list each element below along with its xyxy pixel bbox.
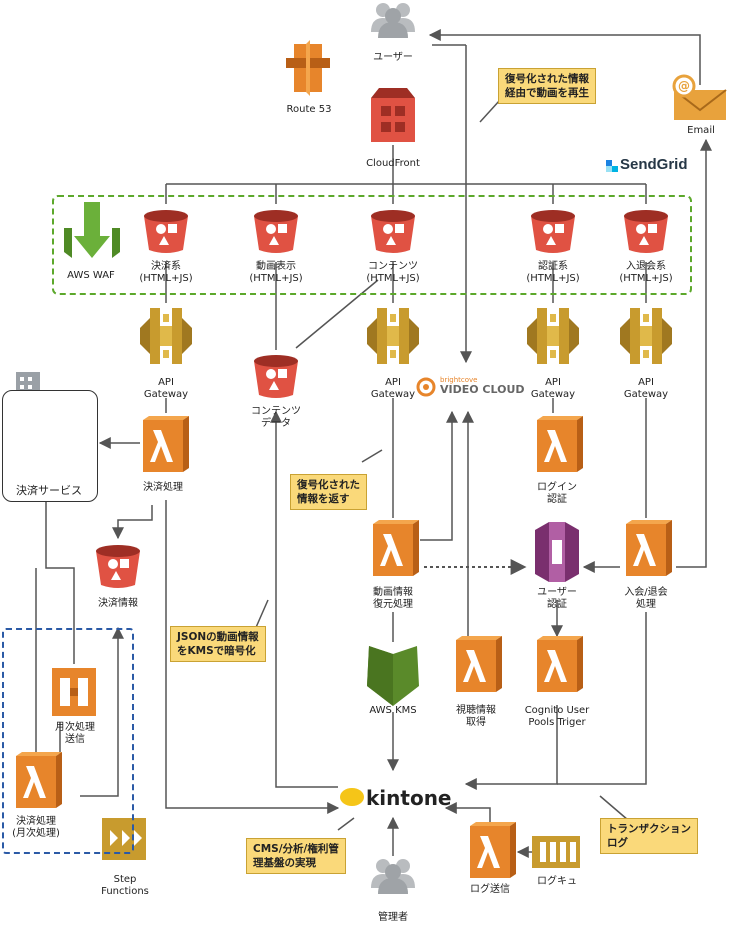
cloudfront-icon (371, 88, 415, 142)
kms-label: AWS KMS (369, 705, 417, 716)
cognito-icon (535, 522, 579, 582)
apigw-3-label: API Gateway (530, 377, 576, 400)
kintone-logo (340, 788, 364, 806)
step-functions-icon (102, 818, 146, 860)
s3-payment-info-icon (96, 545, 140, 588)
apigw-1-icon (140, 308, 192, 364)
apigw-2-icon (367, 308, 419, 364)
email-icon: @ (672, 74, 727, 120)
lambda-trigger-icon (537, 636, 583, 692)
s3-content-label: コンテンツ (HTML+JS) (366, 261, 420, 284)
log-queue-icon (532, 836, 580, 868)
static-hosting-group (52, 195, 692, 295)
user-icon (371, 3, 415, 38)
lambda-restore-icon (373, 520, 419, 576)
lambda-member-icon (626, 520, 672, 576)
connectors (35, 29, 712, 858)
note-transaction: トランザクション ログ (600, 818, 698, 854)
note-cms: CMS/分析/権利管 理基盤の実現 (246, 838, 346, 874)
route53-label: Route 53 (286, 104, 332, 115)
login-auth-label: ログイン 認証 (537, 482, 577, 505)
s3-auth-label: 認証系 (HTML+JS) (526, 261, 580, 284)
payment-info-label: 決済情報 (98, 598, 138, 609)
step-functions-label: Step Functions (101, 874, 149, 897)
monthly-send-icon (52, 668, 96, 716)
waf-label: AWS WAF (67, 270, 115, 281)
view-info-label: 視聴情報 取得 (456, 705, 496, 728)
note-decrypt-play: 復号化された情報 経由で動画を再生 (498, 68, 596, 104)
admin-icon (371, 859, 415, 894)
log-queue-label: ログキュ (537, 876, 577, 887)
kintone-text: kintone (366, 786, 452, 810)
s3-payment-label: 決済系 (HTML+JS) (139, 261, 193, 284)
monthly-batch-group (2, 628, 134, 854)
content-data-label: コンテンツ データ (251, 406, 301, 429)
payment-service-box (2, 390, 98, 502)
lambda-payment-icon (143, 416, 189, 472)
video-cloud-small: brightcove (440, 376, 478, 384)
payment-service-label: 決済サービス (16, 484, 82, 497)
kms-icon (367, 646, 419, 706)
s3-video-label: 動画表示 (HTML+JS) (249, 261, 303, 284)
lambda-login-icon (537, 416, 583, 472)
apigw-4-icon (620, 308, 672, 364)
s3-content-data-icon (254, 355, 298, 398)
cloudfront-label: CloudFront (366, 158, 420, 169)
svg-text:@: @ (678, 79, 690, 93)
payment-proc-label: 決済処理 (143, 482, 183, 493)
video-restore-label: 動画情報 復元処理 (373, 587, 413, 610)
video-cloud-text: VIDEO CLOUD (440, 383, 525, 396)
s3-member-label: 入退会系 (HTML+JS) (619, 261, 673, 284)
apigw-3-icon (527, 308, 579, 364)
cognito-label: ユーザー 認証 (537, 587, 577, 610)
log-send-label: ログ送信 (470, 884, 510, 895)
video-cloud-logo (416, 377, 436, 397)
monthly-payment-label: 決済処理 (月次処理) (12, 816, 60, 839)
lambda-log-icon (470, 822, 516, 878)
apigw-4-label: API Gateway (623, 377, 669, 400)
route53-icon (286, 40, 330, 96)
monthly-send-label: 月次処理 送信 (55, 722, 95, 745)
sendgrid-logo (606, 160, 618, 172)
apigw-1-label: API Gateway (143, 377, 189, 400)
note-json-kms: JSONの動画情報 をKMSで暗号化 (170, 626, 266, 662)
note-decrypt-return: 復号化された 情報を返す (290, 474, 367, 510)
sendgrid-text: SendGrid (620, 156, 688, 173)
lambda-view-icon (456, 636, 502, 692)
email-label: Email (687, 125, 715, 136)
member-proc-label: 入会/退会 処理 (624, 587, 668, 610)
cognito-trigger-label: Cognito User Pools Triger (524, 705, 590, 728)
admin-label: 管理者 (378, 912, 408, 923)
apigw-2-label: API Gateway (370, 377, 416, 400)
waf-icon (64, 202, 120, 258)
user-label: ユーザー (373, 52, 413, 63)
